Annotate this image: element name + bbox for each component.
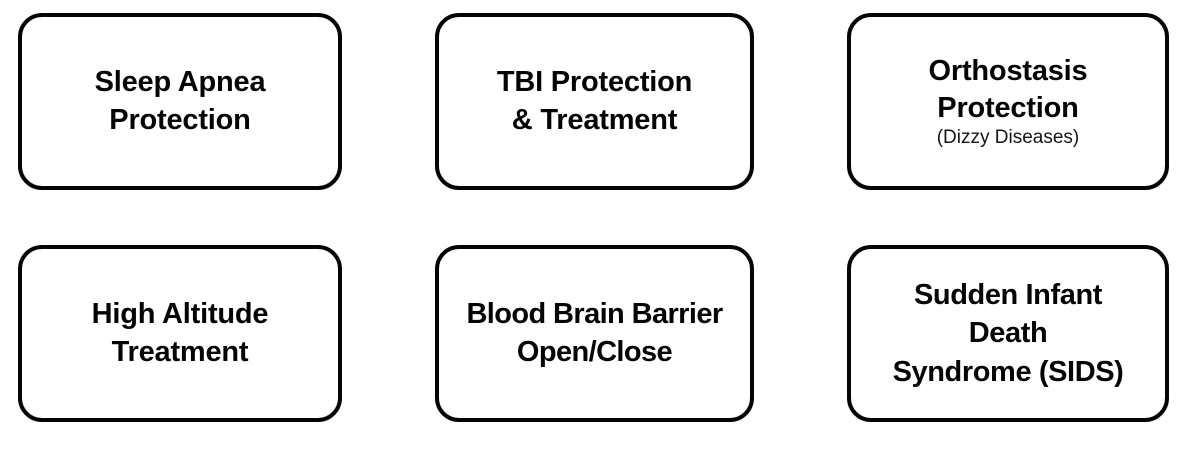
card-tbi-protection-treatment[interactable]: TBI Protection & Treatment (435, 13, 754, 190)
card-title: Orthostasis Protection (928, 54, 1088, 124)
card-blood-brain-barrier-open-close[interactable]: Blood Brain Barrier Open/Close (435, 245, 754, 422)
card-title: Sudden Infant Death Syndrome (SIDS) (892, 279, 1124, 388)
card-subtitle: (Dizzy Diseases) (936, 127, 1080, 149)
card-title: Blood Brain Barrier Open/Close (466, 297, 723, 368)
card-orthostasis-protection[interactable]: Orthostasis Protection (Dizzy Diseases) (847, 13, 1169, 190)
card-title: Sleep Apnea Protection (94, 65, 266, 136)
card-title: High Altitude Treatment (91, 297, 269, 368)
card-sudden-infant-death-syndrome[interactable]: Sudden Infant Death Syndrome (SIDS) (847, 245, 1169, 422)
card-sleep-apnea-protection[interactable]: Sleep Apnea Protection (18, 13, 342, 190)
card-high-altitude-treatment[interactable]: High Altitude Treatment (18, 245, 342, 422)
card-grid: Sleep Apnea Protection TBI Protection & … (18, 13, 1170, 422)
card-title: TBI Protection & Treatment (496, 65, 693, 136)
